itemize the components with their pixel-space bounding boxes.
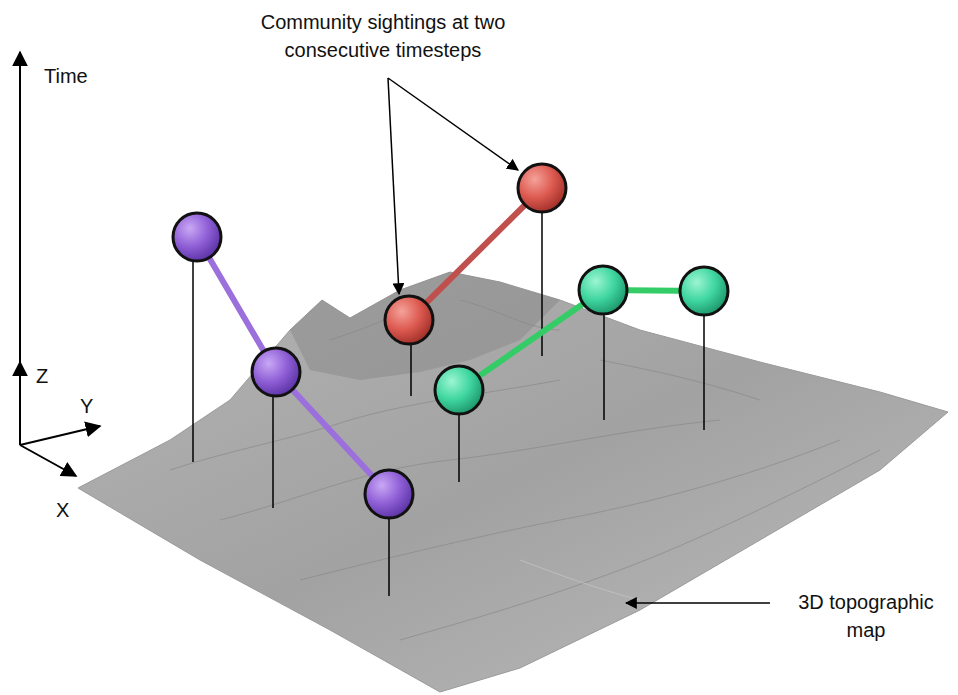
purple-sighting — [252, 348, 300, 396]
axis-label: Y — [80, 392, 93, 420]
community-sightings — [173, 164, 728, 518]
z-axis — [19, 362, 21, 445]
purple-sighting — [365, 470, 413, 518]
purple-trajectory — [197, 237, 389, 494]
callout-text: Community sightings at two consecutive t… — [223, 8, 543, 64]
callout-leaders — [388, 78, 770, 603]
callout-text: 3D topographic map — [781, 588, 951, 644]
red-sighting — [385, 296, 433, 344]
axis-label: Time — [44, 62, 88, 90]
sighting-stems — [193, 212, 704, 596]
green-trajectory — [459, 290, 704, 390]
topographic-map — [78, 272, 948, 692]
time-axis — [19, 52, 21, 445]
terrain-texture — [170, 300, 880, 640]
y-axis — [20, 426, 100, 445]
community-trajectories — [197, 188, 704, 494]
red-trajectory — [409, 188, 542, 320]
axis-label: X — [56, 496, 69, 524]
x-axis — [20, 445, 76, 476]
green-sighting — [579, 266, 627, 314]
terrain-surface — [78, 272, 948, 692]
red-sighting — [518, 164, 566, 212]
green-sighting — [435, 366, 483, 414]
terrain-ridge — [290, 272, 560, 380]
axes — [20, 52, 100, 476]
purple-sighting — [173, 213, 221, 261]
axis-label: Z — [36, 362, 48, 390]
green-sighting — [680, 267, 728, 315]
